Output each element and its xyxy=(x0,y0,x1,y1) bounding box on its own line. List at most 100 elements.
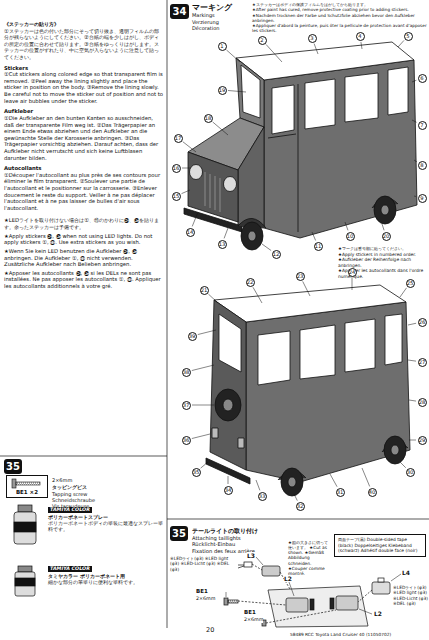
instruction-text: ★Wenn Sie kein LED benutzen die Aufklebe… xyxy=(4,248,163,268)
callout-number: 25 xyxy=(406,279,415,288)
instruction-text: ①Cut stickers along colored edge so that… xyxy=(4,71,163,104)
part-label: L4 xyxy=(402,569,410,576)
car-body-rear-view xyxy=(238,438,244,448)
text-group: 2×6mmタッピングビスTapping screwSchneidschraube… xyxy=(52,477,162,509)
leader-line xyxy=(213,122,228,135)
callout-number: 37 xyxy=(182,401,191,410)
brand-logo: TAMIYA COLOR xyxy=(48,507,164,513)
section-heading: Aufkleber xyxy=(4,108,163,115)
callout-number: 5 xyxy=(404,32,413,41)
car-body-front-view xyxy=(381,205,389,215)
callout-number: 19 xyxy=(218,86,227,95)
step-title: テールライトの取り付け xyxy=(192,527,284,535)
leader-line xyxy=(228,476,229,484)
part-name: Schneidschraube xyxy=(52,497,162,503)
leader-line xyxy=(400,288,407,297)
leader-line xyxy=(352,278,353,290)
car-body-rear-view xyxy=(288,477,296,487)
leader-line xyxy=(226,50,240,62)
node-text: 34 xyxy=(170,4,189,19)
step-number: 34 xyxy=(170,4,189,19)
leader-line xyxy=(294,494,297,501)
taillight-assembly xyxy=(262,566,280,576)
car-body-rear-view xyxy=(246,302,410,482)
car-body-front-view xyxy=(268,84,298,232)
taillight-assembly xyxy=(266,610,336,623)
callout-number: 2 xyxy=(258,36,267,45)
screw-icon xyxy=(12,479,40,488)
leader-line xyxy=(201,462,208,468)
car-body-rear-view xyxy=(214,285,406,322)
callout-number: 23 xyxy=(296,272,305,281)
paint-text: タミヤカラー ポリカーボネート用 xyxy=(48,574,164,580)
leader-line xyxy=(409,440,416,441)
node-text: 35 xyxy=(4,459,22,474)
dimension: 2×6mm xyxy=(244,617,263,623)
callout-number: 22 xyxy=(246,278,255,287)
note-text: ★ステッカーはボディの保護フィルムをはがしてから貼ります。 xyxy=(252,2,427,7)
car-body-front-view xyxy=(238,127,264,228)
car-body-rear-view xyxy=(385,314,402,365)
step-title: Markings xyxy=(192,12,248,18)
leader-line xyxy=(192,434,210,439)
node-text: BE1 ×2 xyxy=(9,489,45,495)
taillight-assembly xyxy=(286,598,308,612)
screw-icon xyxy=(16,482,40,485)
callout-number: 13 xyxy=(218,240,227,249)
leader-line xyxy=(226,557,401,614)
callout-number: 3 xyxy=(308,34,317,43)
taillight-assembly xyxy=(238,601,286,605)
car-body-rear-view xyxy=(384,436,406,464)
step-title: Fixation des feux arrière xyxy=(192,548,284,555)
car-body-front-view xyxy=(184,42,417,250)
taillight-assembly xyxy=(244,562,252,567)
car-body-front-view xyxy=(236,42,414,80)
brand-logo: TAMIYA COLOR xyxy=(48,507,92,513)
leader-line xyxy=(314,44,318,54)
step-title: マーキング xyxy=(192,3,248,12)
taillight-assembly xyxy=(378,578,384,582)
section-heading: 《ステッカーの貼り方》 xyxy=(4,21,163,28)
callout-number: 36 xyxy=(182,436,191,445)
leader-line xyxy=(408,360,416,361)
part-label: BE1 xyxy=(244,609,256,616)
leader-line xyxy=(412,120,417,122)
paint-can xyxy=(15,572,35,596)
car-body-front-view xyxy=(272,85,294,134)
leader-line xyxy=(192,365,214,371)
callout-number: 20 xyxy=(382,232,391,241)
frame-lines xyxy=(167,519,429,520)
taillight-assembly xyxy=(330,598,334,609)
taillight-assembly xyxy=(268,586,368,627)
leader-line xyxy=(266,44,282,62)
callout-number: 9 xyxy=(418,194,427,203)
step-title: Rücklicht-Einbau xyxy=(192,541,284,548)
dimension: 2×6mm xyxy=(196,596,215,602)
paint-can xyxy=(18,566,32,572)
part-name: Tapping screw xyxy=(52,491,162,497)
text-group: TAMIYA COLORポリカーボネートスプレーポリカーボネートボディの塗装に最… xyxy=(48,507,164,533)
car-body-front-view xyxy=(264,60,417,238)
callout-number: 32 xyxy=(296,502,305,511)
leader-line xyxy=(359,609,372,614)
callout-number: 1 xyxy=(218,42,227,51)
part-name: 2×6mm xyxy=(52,477,162,483)
step-title: Verzierung xyxy=(192,19,248,25)
callout-number: 27 xyxy=(418,358,427,367)
taillight-assembly xyxy=(358,590,372,602)
car-body-rear-view xyxy=(219,314,241,372)
instruction-text: ①Découper l'autocollant au plus près de … xyxy=(4,172,163,212)
leader-line xyxy=(182,190,190,194)
frame-lines xyxy=(0,456,167,457)
leader-line xyxy=(198,330,216,335)
text-group: 《ステッカーの貼り方》①ステッカーは色の付いた部分にそって切り抜き、透明フィルム… xyxy=(4,21,163,290)
leader-line xyxy=(192,212,198,226)
note-text: ★マークは番号順に貼ってください。 xyxy=(338,246,426,252)
callout-number: 29 xyxy=(418,436,427,445)
taillight-assembly xyxy=(310,599,314,610)
callout-number: 28 xyxy=(418,398,427,407)
callout-number: 8 xyxy=(418,161,427,170)
callout-number: 12 xyxy=(272,250,281,259)
section-heading: Stickers xyxy=(4,65,163,72)
